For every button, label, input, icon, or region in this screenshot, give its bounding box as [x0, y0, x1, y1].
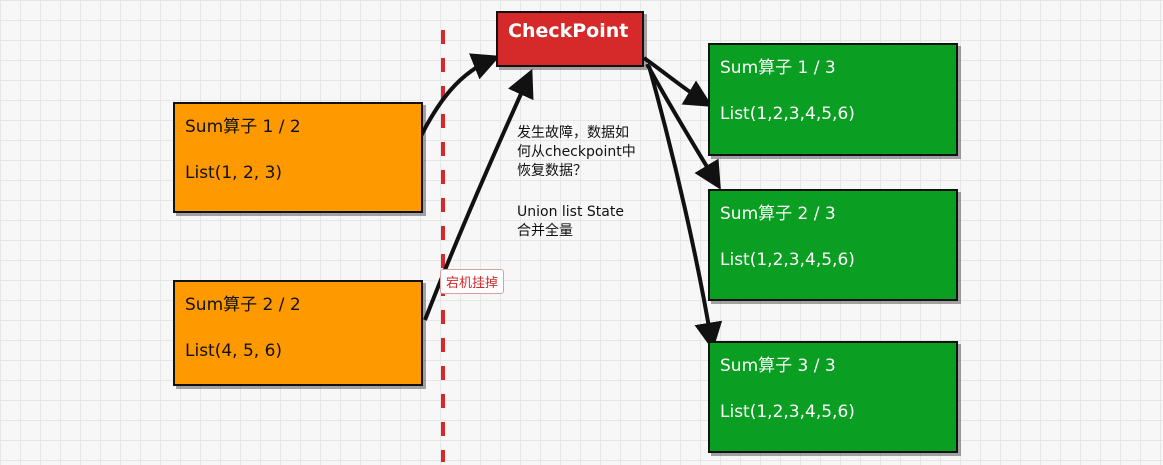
failure-question-line-1: 发生故障，数据如 [517, 125, 629, 141]
arrow-checkpoint-to-target1 [642, 56, 713, 107]
source-task-1-title: Sum算子 1 / 2 [185, 117, 301, 137]
source-task-1-state: List(1, 2, 3) [185, 163, 283, 183]
source-task-1: Sum算子 1 / 2 List(1, 2, 3) [173, 102, 423, 213]
source-task-2: Sum算子 2 / 2 List(4, 5, 6) [173, 280, 423, 386]
arrow-checkpoint-to-target2 [645, 63, 721, 190]
target-task-1-title: Sum算子 1 / 3 [720, 58, 836, 78]
arrow-checkpoint-to-target3 [647, 65, 723, 351]
target-task-3-title: Sum算子 3 / 3 [720, 356, 836, 376]
target-task-1: Sum算子 1 / 3 List(1,2,3,4,5,6) [708, 43, 958, 156]
arrow-source1-to-checkpoint [414, 53, 501, 147]
target-task-3-state: List(1,2,3,4,5,6) [720, 402, 855, 422]
target-task-3: Sum算子 3 / 3 List(1,2,3,4,5,6) [708, 341, 958, 453]
union-state-note: Union list State 合并全量 [517, 203, 624, 241]
crash-tag-label: 宕机挂掉 [446, 276, 499, 291]
target-task-1-state: List(1,2,3,4,5,6) [720, 104, 855, 124]
target-task-2-state: List(1,2,3,4,5,6) [720, 250, 855, 270]
target-task-2-title: Sum算子 2 / 3 [720, 204, 836, 224]
failure-question-line-2: 何从checkpoint中 [517, 144, 636, 160]
failure-question-line-3: 恢复数据？ [517, 163, 587, 179]
union-state-line-2: 合并全量 [517, 223, 573, 239]
union-state-line-1: Union list State [517, 204, 624, 220]
arrow-source2-to-checkpoint [423, 68, 534, 321]
checkpoint-label: CheckPoint [508, 20, 629, 42]
source-task-2-title: Sum算子 2 / 2 [185, 295, 301, 315]
target-task-2: Sum算子 2 / 3 List(1,2,3,4,5,6) [708, 189, 958, 301]
crash-tag: 宕机挂掉 [440, 269, 505, 294]
source-task-2-state: List(4, 5, 6) [185, 341, 283, 361]
failure-question-note: 发生故障，数据如 何从checkpoint中 恢复数据？ [517, 124, 636, 181]
checkpoint-box: CheckPoint [496, 11, 644, 67]
